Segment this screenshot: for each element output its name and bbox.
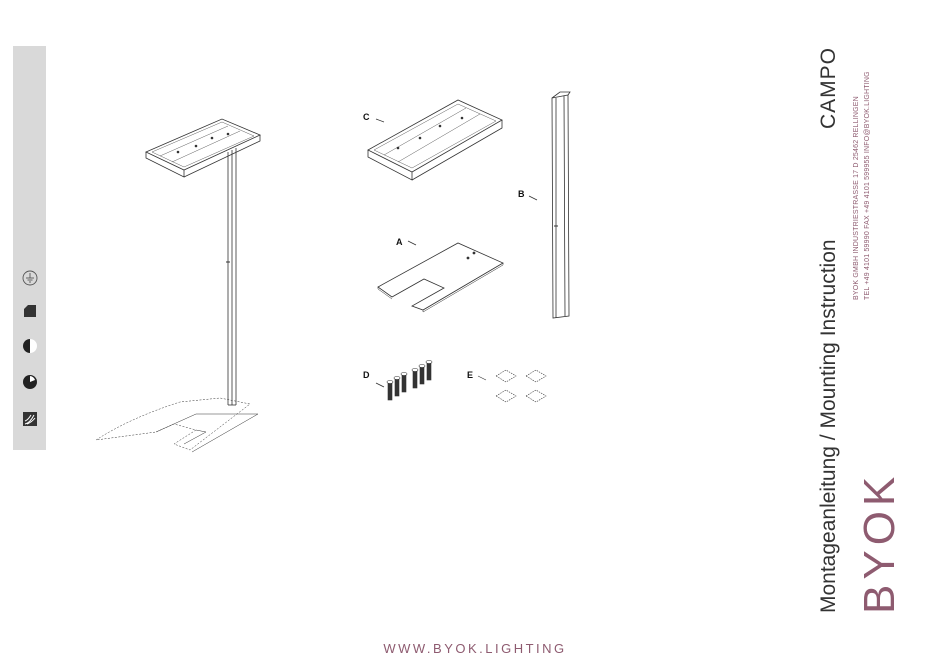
part-label-b: B xyxy=(518,189,525,199)
part-e-pads-drawing xyxy=(478,370,546,402)
product-name: CAMPO xyxy=(817,47,841,129)
company-contact: TEL +49 4101 59990 FAX +49 4101 599955 I… xyxy=(864,71,871,300)
document-title: Montageanleitung / Mounting Instruction xyxy=(817,239,841,613)
website-link[interactable]: WWW.BYOK.LIGHTING xyxy=(0,641,950,656)
part-label-d: D xyxy=(363,370,370,380)
assembled-lamp-drawing xyxy=(96,119,260,452)
part-a-base-drawing xyxy=(378,241,503,312)
part-label-a: A xyxy=(396,237,403,247)
part-label-e: E xyxy=(467,370,473,380)
brand-logo: BYOK xyxy=(855,472,905,614)
part-c-lamp-head-drawing xyxy=(368,100,502,180)
company-address: BYOK GMBH INDUSTRIESTRASSE 17 D 25462 RE… xyxy=(853,96,860,300)
part-label-c: C xyxy=(363,112,370,122)
part-d-screws-drawing xyxy=(376,361,432,401)
part-b-pole-drawing xyxy=(529,92,570,318)
